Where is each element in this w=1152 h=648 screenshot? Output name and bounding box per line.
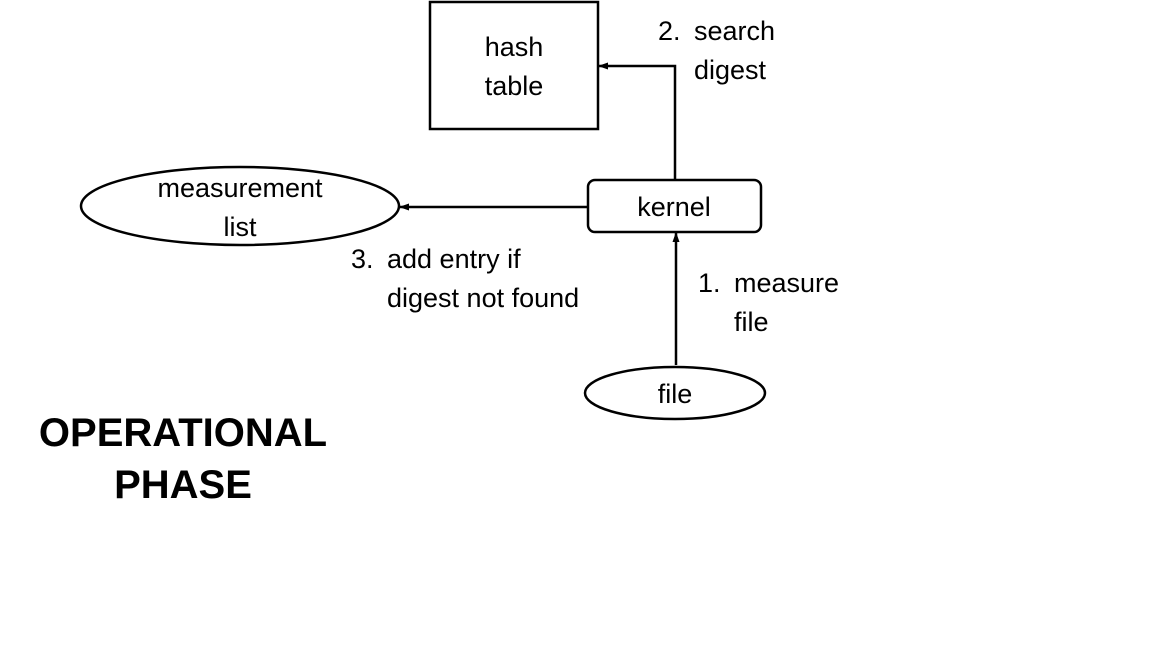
search-digest-arrow <box>598 62 677 179</box>
kernel-node: kernel <box>586 178 763 234</box>
search-label-line1: search <box>694 16 775 46</box>
phase-title: OPERATIONAL PHASE <box>39 411 327 507</box>
file-label: file <box>658 379 693 409</box>
hash-table-label-line2: table <box>485 71 544 101</box>
measure-step-number: 1. <box>698 268 721 298</box>
add-entry-label-line2: digest not found <box>387 283 579 313</box>
search-step-number: 2. <box>658 16 681 46</box>
measure-label-line2: file <box>734 307 769 337</box>
add-entry-label: 3. add entry if digest not found <box>351 244 579 313</box>
add-entry-label-line1: add entry if <box>387 244 521 274</box>
kernel-label: kernel <box>637 192 711 222</box>
measurement-list-node: measurement list <box>79 165 401 247</box>
measurement-list-label-line2: list <box>224 212 257 242</box>
measure-label-line1: measure <box>734 268 839 298</box>
add-entry-step-number: 3. <box>351 244 374 274</box>
file-ellipse <box>583 365 767 421</box>
search-label-line2: digest <box>694 55 767 85</box>
phase-title-line2: PHASE <box>114 463 252 507</box>
file-node: file <box>583 365 767 421</box>
hash-table-node: hash table <box>428 0 600 131</box>
search-digest-label: 2. search digest <box>658 16 775 85</box>
hash-table-label-line1: hash <box>485 32 544 62</box>
phase-title-line1: OPERATIONAL <box>39 411 327 455</box>
measurement-list-label-line1: measurement <box>157 173 323 203</box>
measure-file-label: 1. measure file <box>698 268 839 337</box>
hash-table-box <box>428 0 600 131</box>
